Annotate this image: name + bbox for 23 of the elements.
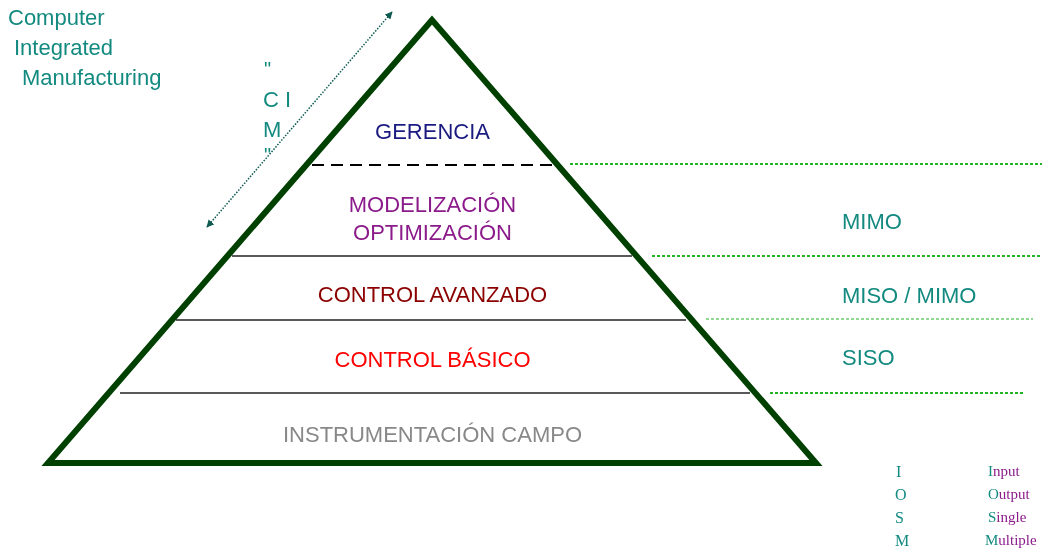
annotation-label: MIMO — [842, 210, 902, 235]
level-label: GERENCIA — [375, 118, 490, 146]
annotation-label: Computer — [8, 6, 105, 31]
annotation-label: Manufacturing — [22, 66, 162, 91]
annotation-label: C I — [263, 88, 292, 113]
annotation-label: " — [264, 58, 272, 80]
level-label: CONTROL AVANZADO — [317, 281, 548, 309]
legend-text: S — [895, 509, 904, 527]
legend-text: M — [895, 532, 910, 550]
legend-text: Output — [988, 486, 1030, 503]
annotation-label: " — [264, 144, 272, 166]
legend-text: Single — [988, 509, 1027, 526]
annotation-label: M — [263, 118, 282, 143]
level-label: CONTROL BÁSICO — [334, 346, 531, 374]
annotation-label: SISO — [842, 346, 895, 371]
annotation-label: MISO / MIMO — [842, 284, 977, 309]
legend-text: I — [896, 463, 902, 481]
legend-text: Multiple — [985, 532, 1037, 549]
level-label: INSTRUMENTACIÓN CAMPO — [282, 421, 582, 449]
legend-text: Input — [988, 463, 1020, 480]
level-label: MODELIZACIÓN OPTIMIZACIÓN — [347, 191, 518, 247]
legend-text: O — [895, 486, 907, 504]
annotation-label: Integrated — [14, 36, 114, 61]
